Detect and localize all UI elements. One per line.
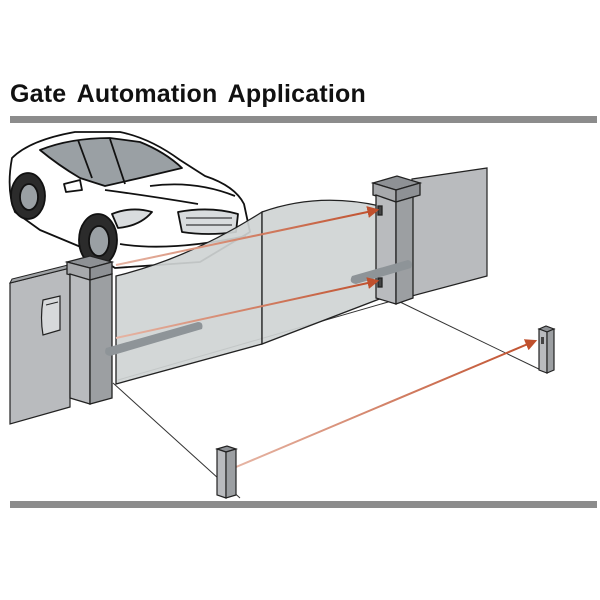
page-title: Gate Automation Application [10,80,366,108]
pillar-left-icon [64,255,115,405]
safety-edge-icon [105,260,412,356]
bottom-divider [10,501,597,508]
wall-box-icon [40,295,61,336]
car-icon [8,131,251,269]
photocell-receiver-top [377,205,383,216]
top-divider [10,116,597,123]
right-wall [411,167,488,297]
photocell-receiver-bottom [377,277,383,288]
car-wheel-front [78,213,118,267]
car-wheel-rear [10,172,46,220]
photocell-post-icon [215,325,556,499]
pillar-right-icon [370,175,423,305]
beam-top [115,206,380,266]
beam-bottom [235,339,538,468]
beam-middle [115,277,380,339]
left-wall [9,263,73,425]
infrared-beam-icon [115,206,538,468]
